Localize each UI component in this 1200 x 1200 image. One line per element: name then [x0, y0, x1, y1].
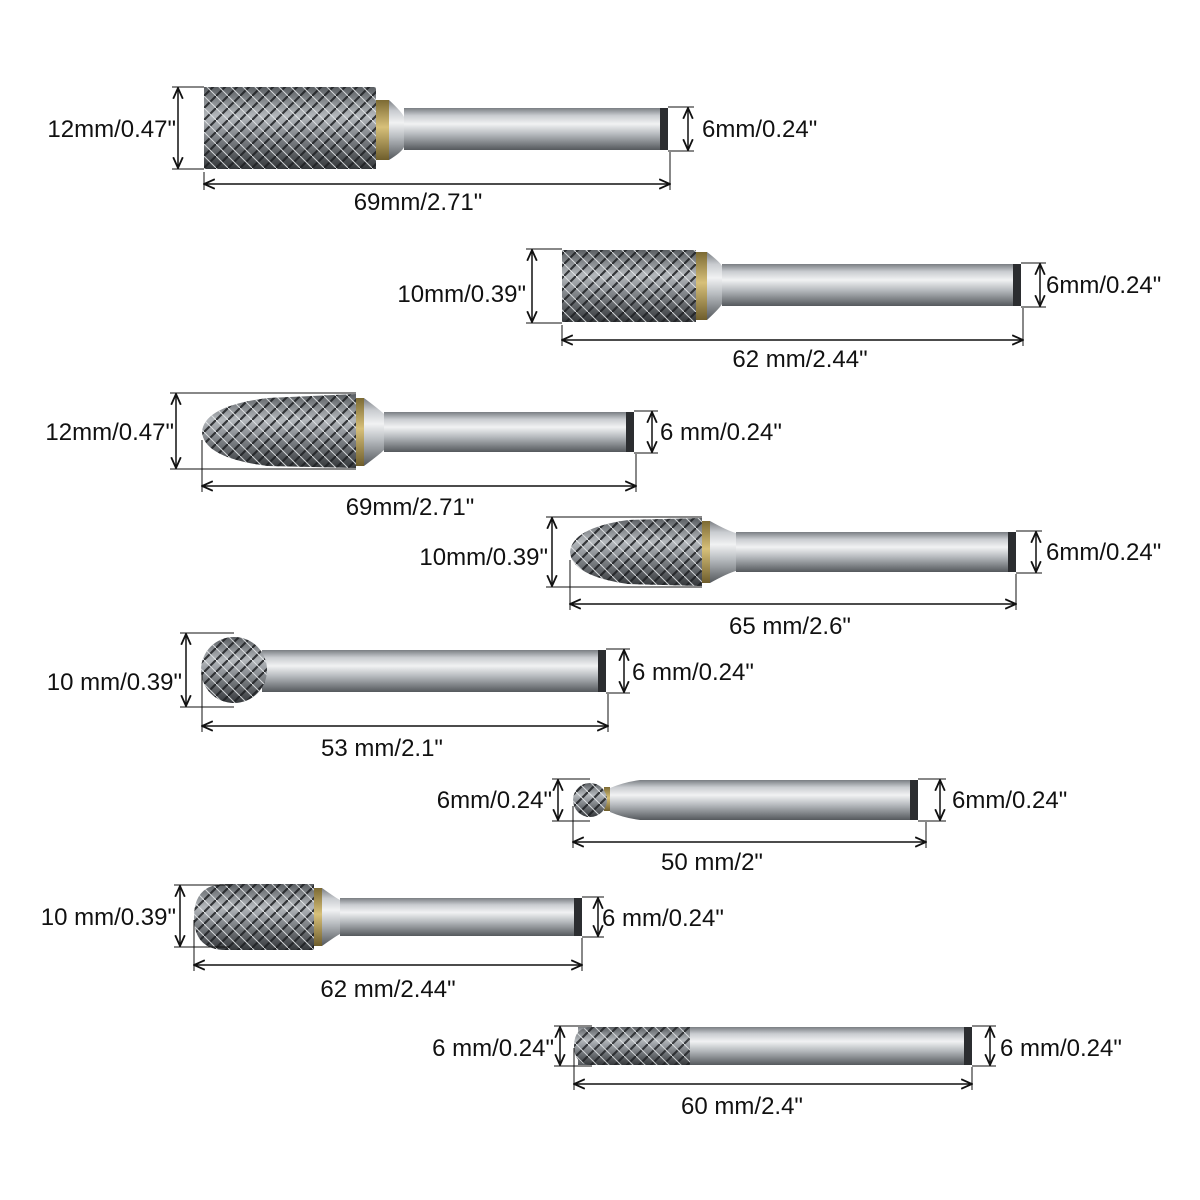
- burr-3-shank: [384, 412, 630, 452]
- burr-8-shank-diameter-label: 6 mm/0.24": [1000, 1035, 1122, 1062]
- burr-3-neck: [364, 398, 384, 466]
- burr-4-shank-diameter-label: 6mm/0.24": [1046, 539, 1161, 566]
- burr-6-drawing: [573, 780, 918, 820]
- burr-4-collar: [700, 521, 710, 583]
- burr-2-head-diameter-label: 10mm/0.39": [397, 281, 526, 308]
- burr-6-shank: [640, 780, 914, 820]
- burr-3-shank-end: [626, 412, 634, 452]
- burr-5-shank-end: [598, 650, 606, 692]
- burr-7-head-flutes: [194, 884, 314, 950]
- burr-6-shank-end: [910, 780, 918, 820]
- burr-7: 10 mm/0.39" 6 mm/0.24" 62 mm/2.44": [41, 884, 724, 1003]
- burr-3-head-flutes: [202, 394, 356, 468]
- burr-7-shank-end: [574, 898, 582, 936]
- burr-3-length-label: 69mm/2.71": [346, 494, 475, 521]
- burr-3-head-diameter-label: 12mm/0.47": [45, 419, 174, 446]
- burr-8-drawing: [574, 1027, 972, 1065]
- burr-2-length-label: 62 mm/2.44": [732, 346, 867, 373]
- burr-5-head-diameter-label: 10 mm/0.39": [47, 669, 182, 696]
- burr-2-shank-end: [1013, 264, 1021, 306]
- burr-4-length-label: 65 mm/2.6": [729, 613, 851, 640]
- burr-6-shank-diameter-label: 6mm/0.24": [952, 787, 1067, 814]
- burr-6-head-flutes: [573, 783, 607, 817]
- burr-2-drawing: [562, 250, 1021, 322]
- burr-6-length-label: 50 mm/2": [661, 849, 763, 876]
- burr-1-collar: [375, 100, 389, 160]
- burr-6: 6mm/0.24" 6mm/0.24" 50 mm/2": [437, 778, 1067, 876]
- burr-5-shank-diameter-label: 6 mm/0.24": [632, 659, 754, 686]
- burr-5: 10 mm/0.39" 6 mm/0.24" 53 mm/2.1": [47, 632, 754, 762]
- burr-8-shank-end: [964, 1027, 972, 1065]
- burr-2-shank: [722, 264, 1017, 306]
- burr-1-drawing: [204, 87, 668, 169]
- burr-2-neck: [707, 252, 722, 320]
- burr-1-head-diameter-label: 12mm/0.47": [47, 116, 176, 143]
- burr-3-drawing: [202, 394, 634, 468]
- burr-3-shank-diameter-label: 6 mm/0.24": [660, 419, 782, 446]
- burr-8: 6 mm/0.24" 6 mm/0.24" 60 mm/2.4": [432, 1025, 1122, 1120]
- burr-8-head-flutes: [574, 1027, 690, 1065]
- burr-6-collar: [604, 787, 610, 811]
- burr-8-length-label: 60 mm/2.4": [681, 1093, 803, 1120]
- burr-2-collar: [695, 252, 707, 320]
- burr-6-neck: [610, 780, 640, 820]
- burr-1-shank: [404, 108, 666, 150]
- burr-1-neck: [389, 100, 404, 160]
- burr-7-shank: [340, 898, 578, 936]
- burr-3: 12mm/0.47" 6 mm/0.24" 69mm/2.71": [45, 392, 782, 521]
- burr-2-head-flutes: [562, 250, 696, 322]
- burr-5-length-label: 53 mm/2.1": [321, 735, 443, 762]
- burr-1: 12mm/0.47" 6mm/0.24" 69mm/2.71": [47, 86, 817, 216]
- burr-2: 10mm/0.39" 6mm/0.24" 62 mm/2.44": [397, 248, 1161, 373]
- burr-4-head-flutes: [570, 518, 702, 586]
- burr-4-drawing: [570, 518, 1016, 586]
- burr-4-head-diameter-label: 10mm/0.39": [419, 544, 548, 571]
- burr-4: 10mm/0.39" 6mm/0.24" 65 mm/2.6": [419, 516, 1161, 640]
- burr-5-shank: [262, 650, 602, 692]
- burr-7-length-label: 62 mm/2.44": [320, 976, 455, 1003]
- burr-1-head-flutes: [204, 87, 376, 169]
- burr-4-shank: [736, 532, 1012, 572]
- burr-1-length-label: 69mm/2.71": [354, 189, 483, 216]
- burr-6-head-diameter-label: 6mm/0.24": [437, 787, 552, 814]
- burr-4-shank-end: [1008, 532, 1016, 572]
- burr-7-head-diameter-label: 10 mm/0.39": [41, 904, 176, 931]
- burr-2-shank-diameter-label: 6mm/0.24": [1046, 272, 1161, 299]
- burr-1-shank-end: [660, 108, 668, 150]
- burr-7-neck: [322, 888, 340, 946]
- burr-8-head-diameter-label: 6 mm/0.24": [432, 1035, 554, 1062]
- burr-5-head-flutes: [201, 637, 267, 703]
- burr-4-neck: [710, 521, 736, 583]
- burr-7-collar: [312, 888, 322, 946]
- burr-1-shank-diameter-label: 6mm/0.24": [702, 116, 817, 143]
- burr-7-drawing: [194, 884, 582, 950]
- burr-7-shank-diameter-label: 6 mm/0.24": [602, 905, 724, 932]
- burr-5-drawing: [201, 637, 606, 703]
